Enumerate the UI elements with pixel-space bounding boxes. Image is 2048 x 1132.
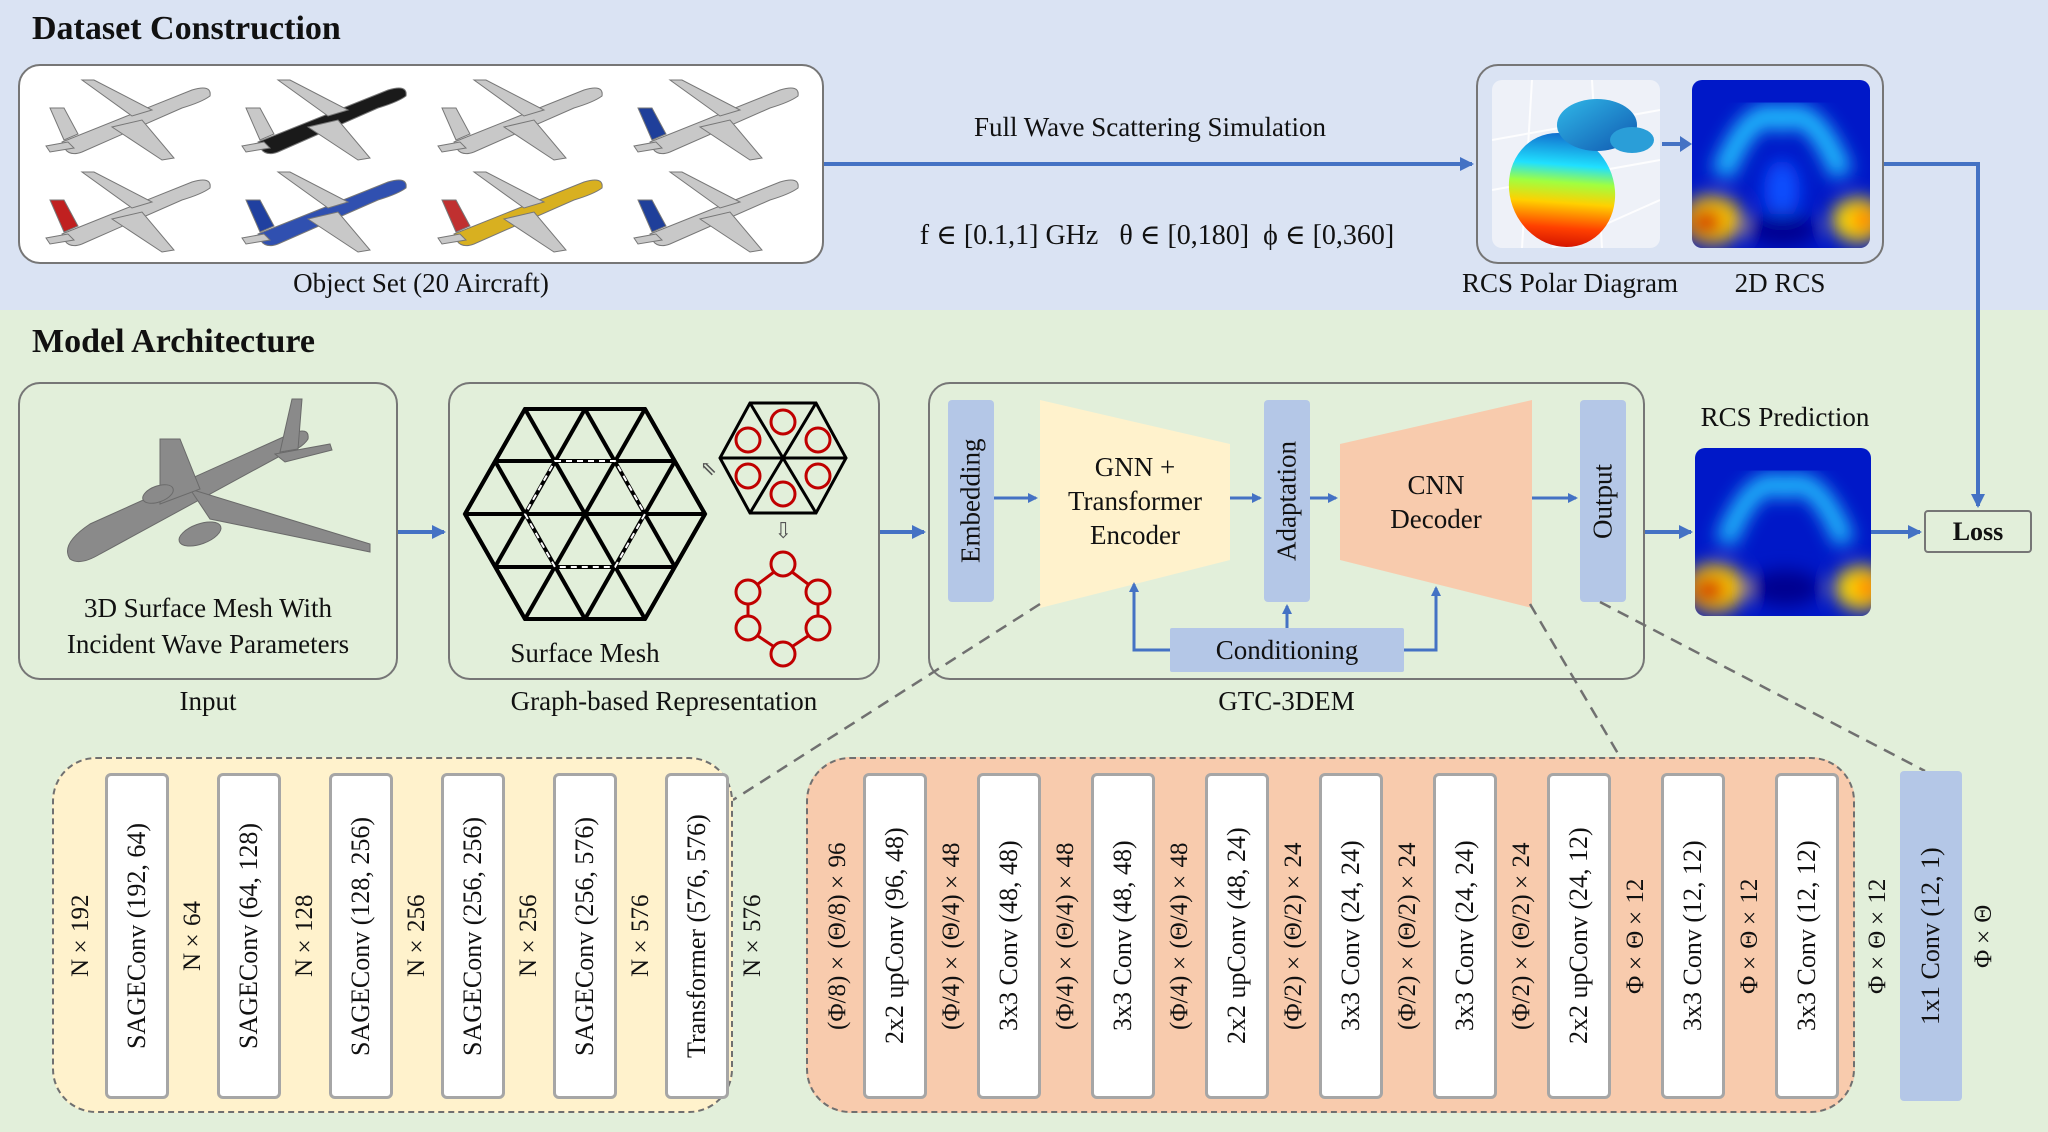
tensor-dim-label: (Φ/4)×(Θ/4)×48 — [1052, 842, 1079, 1030]
object-set-panel — [18, 64, 824, 264]
polar-to-2d-arrow — [1662, 142, 1684, 146]
input-panel: 3D Surface Mesh With Incident Wave Param… — [18, 382, 398, 680]
conditioning-block: Conditioning — [1170, 628, 1404, 672]
encoder-layer-row: N×192 SAGEConv (192, 64) N×64 SAGEConv (64,… — [54, 759, 766, 1111]
object-set-caption: Object Set (20 Aircraft) — [293, 268, 549, 298]
arrow-head — [1680, 136, 1692, 152]
heatmap-graphic — [1692, 80, 1870, 248]
tensor-dim-label: (Φ/2)×(Θ/2)×24 — [1508, 842, 1535, 1030]
layer-block: 3x3 Conv (48, 48) — [1091, 773, 1155, 1099]
tensor-dim-label: (Φ/2)×(Θ/2)×24 — [1280, 842, 1307, 1030]
tensor-dim-label: (Φ/4)×(Θ/4)×48 — [1166, 842, 1193, 1030]
dual-graph-hex — [718, 401, 848, 515]
dataset-construction-title: Dataset Construction — [32, 10, 341, 47]
layer-block: 3x3 Conv (24, 24) — [1433, 773, 1497, 1099]
layer-block: 2x2 upConv (96, 48) — [863, 773, 927, 1099]
aircraft-thumbnail — [630, 164, 808, 256]
layer-block: 3x3 Conv (12, 12) — [1775, 773, 1839, 1099]
gtc-3dem-panel: Embedding GNN + Transformer Encoder Adap… — [928, 382, 1645, 680]
encoder-label: GNN + Transformer Encoder — [1040, 450, 1230, 552]
layer-block: Transformer (576, 576) — [665, 773, 729, 1099]
layer-block: SAGEConv (256, 256) — [441, 773, 505, 1099]
loss-label: Loss — [1952, 516, 2004, 546]
final-output-dim: Φ×Θ — [1970, 904, 1997, 968]
output-block: Output — [1580, 400, 1626, 602]
tensor-dim-label: Φ×Θ×12 — [1736, 878, 1763, 994]
aircraft-thumbnail — [434, 164, 612, 256]
input-description: 3D Surface Mesh With Incident Wave Param… — [20, 590, 396, 662]
decoder-label-line2: Decoder — [1390, 504, 1482, 534]
tensor-dim-label: (Φ/2)×(Θ/2)×24 — [1394, 842, 1421, 1030]
rcs-ground-truth-panel — [1476, 64, 1884, 264]
simulation-params: f ∈ [0.1,1] GHz θ ∈ [0,180] ϕ ∈ [0,360] — [830, 186, 1470, 252]
surface-mesh-label: Surface Mesh — [510, 638, 660, 668]
rcs-polar-caption: RCS Polar Diagram — [1462, 268, 1678, 298]
rcs-2d-caption: 2D RCS — [1734, 268, 1826, 298]
tensor-dim-label: (Φ/8)×(Θ/8)×96 — [824, 842, 851, 1030]
layer-block: 2x2 upConv (24, 12) — [1547, 773, 1611, 1099]
decoder-label: CNN Decoder — [1340, 468, 1532, 536]
decoder-detail-panel: (Φ/8)×(Θ/8)×96 2x2 upConv (96, 48) (Φ/4)×(… — [806, 757, 1855, 1113]
tensor-dim-label: N×128 — [291, 894, 318, 978]
layer-block: SAGEConv (128, 256) — [329, 773, 393, 1099]
loss-box: Loss — [1924, 510, 2032, 553]
tensor-dim-label: N×576 — [627, 894, 654, 978]
surface-mesh-graphic — [462, 407, 708, 621]
aircraft-thumbnail — [630, 72, 808, 164]
decoder-label-line1: CNN — [1407, 470, 1465, 500]
layer-block: 3x3 Conv (48, 48) — [977, 773, 1041, 1099]
layer-block: SAGEConv (192, 64) — [105, 773, 169, 1099]
aircraft-thumbnail — [42, 72, 220, 164]
model-architecture-title: Model Architecture — [32, 323, 315, 360]
input-description-line2: Incident Wave Parameters — [66, 629, 350, 659]
aircraft-thumbnail — [238, 164, 416, 256]
graph-representation-caption: Graph-based Representation — [510, 686, 818, 716]
adaptation-block: Adaptation — [1264, 400, 1310, 602]
tensor-dim-label: Φ×Θ×12 — [1622, 878, 1649, 994]
rcs-prediction-heatmap — [1695, 448, 1871, 616]
graph-representation-panel: ⇖ ⇩ Surface Mesh — [448, 382, 880, 680]
layer-block: 3x3 Conv (24, 24) — [1319, 773, 1383, 1099]
decoder-trapezoid — [1340, 400, 1532, 608]
tensor-dim-label: N×576 — [739, 894, 766, 978]
encoder-label-line1: GNN + — [1094, 452, 1176, 482]
arrow-up-left-icon: ⇖ — [700, 458, 717, 480]
final-1x1-conv-block: 1x1 Conv (12, 1) — [1900, 771, 1962, 1101]
layer-block: 2x2 upConv (48, 24) — [1205, 773, 1269, 1099]
tensor-dim-label: N×256 — [403, 894, 430, 978]
input-caption: Input — [179, 686, 237, 716]
tensor-dim-label: N×256 — [515, 894, 542, 978]
layer-block: SAGEConv (256, 576) — [553, 773, 617, 1099]
rcs-2d-heatmap — [1692, 80, 1870, 248]
embedding-block: Embedding — [948, 400, 994, 602]
layer-block: 3x3 Conv (12, 12) — [1661, 773, 1725, 1099]
aircraft-thumbnail — [42, 164, 220, 256]
encoder-label-line3: Encoder — [1090, 520, 1180, 550]
tensor-dim-label: (Φ/4)×(Θ/4)×48 — [938, 842, 965, 1030]
arrow-down-icon: ⇩ — [774, 518, 793, 543]
aircraft-thumbnail — [238, 72, 416, 164]
input-description-line1: 3D Surface Mesh With — [83, 593, 333, 623]
gtc-3dem-caption: GTC-3DEM — [1218, 686, 1355, 716]
conditioning-label: Conditioning — [1215, 634, 1359, 665]
tensor-dim-label: N×192 — [67, 894, 94, 978]
rcs-polar-diagram — [1492, 80, 1660, 248]
aircraft-thumbnail — [434, 72, 612, 164]
encoder-label-line2: Transformer — [1068, 486, 1202, 516]
prediction-heatmap-graphic — [1695, 448, 1871, 616]
decoder-layer-row: (Φ/8)×(Θ/8)×96 2x2 upConv (96, 48) (Φ/4)×(… — [808, 759, 1853, 1111]
aircraft-mesh-icon — [67, 398, 371, 563]
encoder-trapezoid — [1040, 400, 1230, 608]
simulation-params-text: f ∈ [0.1,1] GHz θ ∈ [0,180] ϕ ∈ [0,360] — [919, 220, 1395, 251]
layer-block: SAGEConv (64, 128) — [217, 773, 281, 1099]
graph-nodes — [734, 550, 832, 668]
simulation-label: Full Wave Scattering Simulation — [973, 112, 1327, 142]
tensor-dim-label: N×64 — [179, 900, 206, 972]
rcs-prediction-caption: RCS Prediction — [1700, 402, 1870, 432]
gtc-internal-arrows — [994, 493, 1578, 652]
decoder-output-dim: Φ×Θ×12 — [1864, 878, 1891, 994]
encoder-detail-panel: N×192 SAGEConv (192, 64) N×64 SAGEConv (64,… — [52, 757, 766, 1113]
